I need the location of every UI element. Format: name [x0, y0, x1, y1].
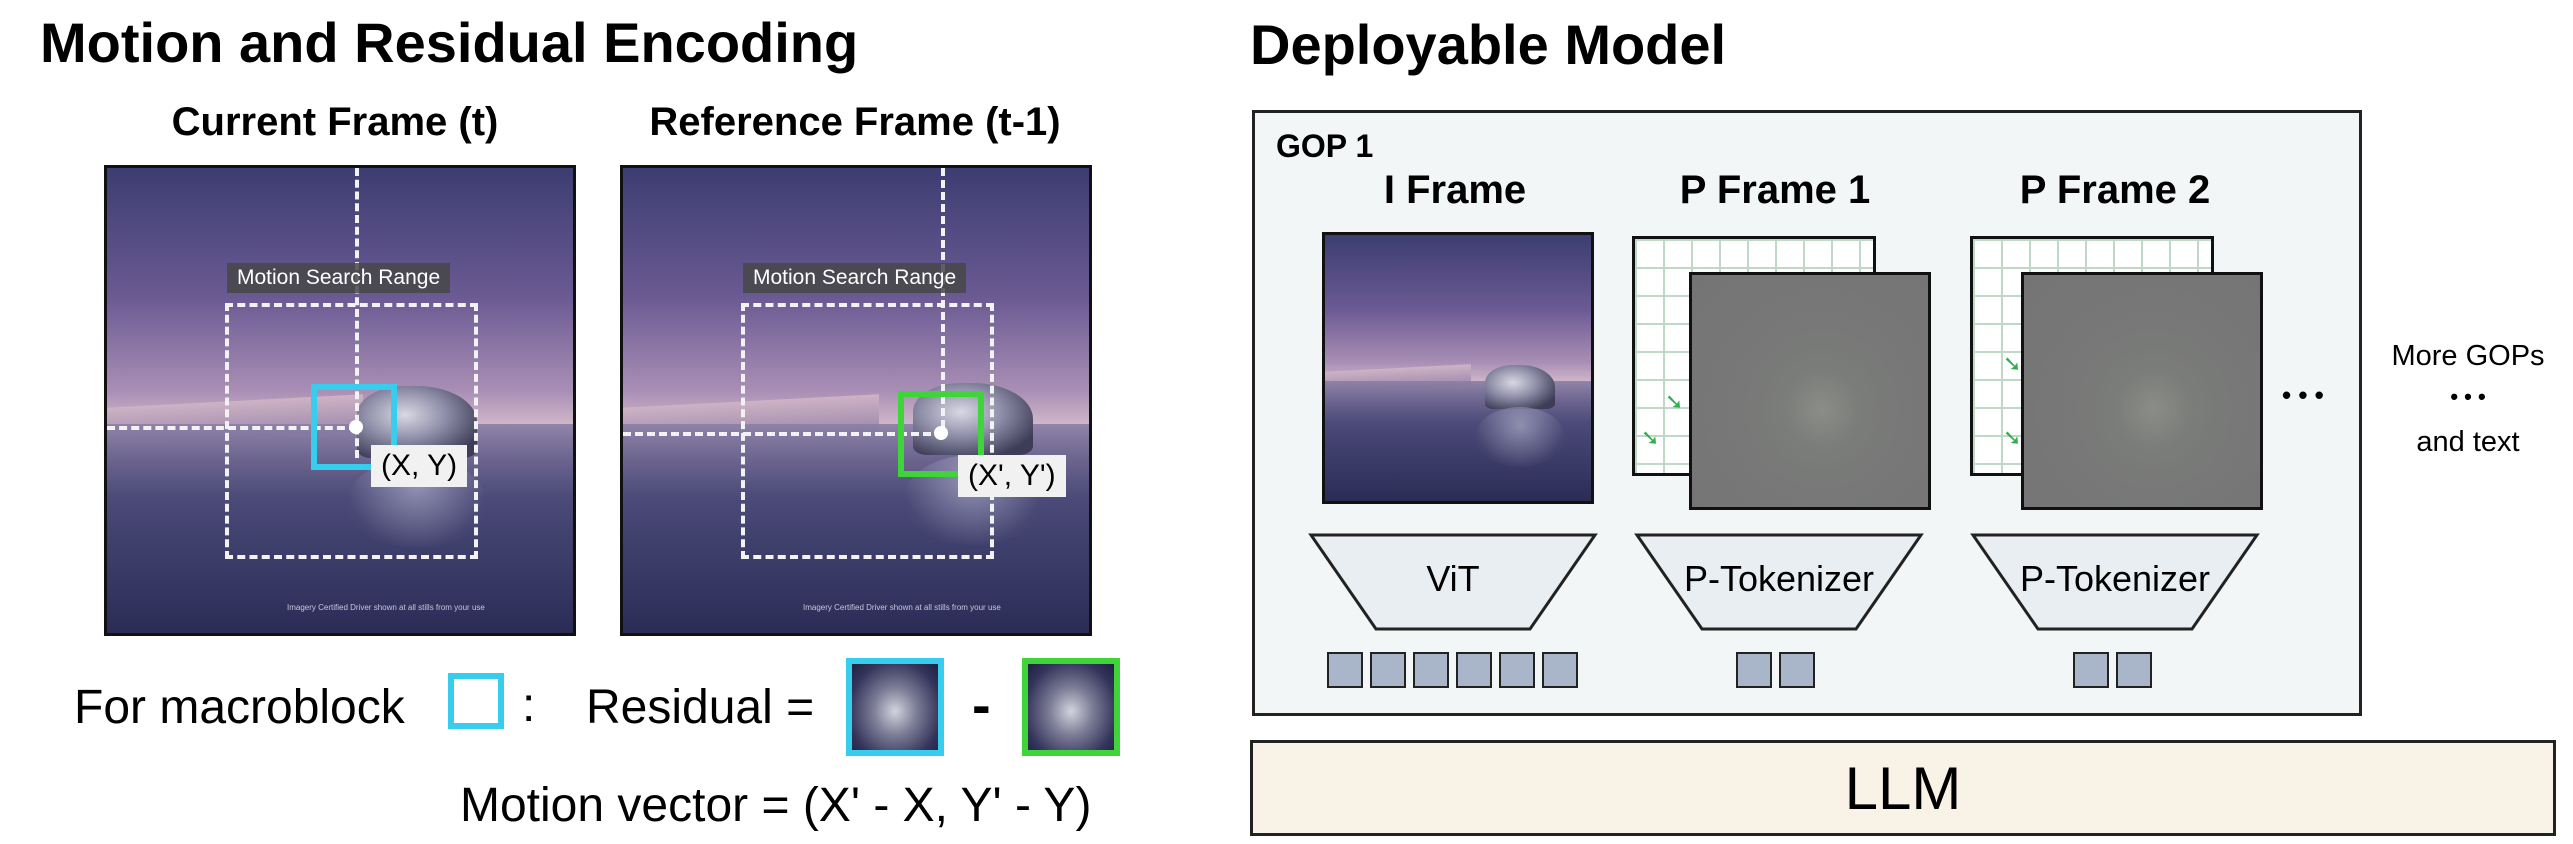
motion-arrow-icon: ➘ [2003, 425, 2022, 450]
frame-caption: Imagery Certified Driver shown at all st… [287, 603, 485, 612]
block-center-dot [934, 426, 948, 440]
crosshair-vertical [941, 168, 945, 428]
token [1413, 652, 1449, 688]
p-tokenizer-1-label: P-Tokenizer [1683, 558, 1875, 599]
p-frame-1-heading: P Frame 1 [1679, 168, 1871, 212]
motion-search-range-label: Motion Search Range [743, 263, 967, 293]
reference-coord-label: (X', Y') [958, 455, 1066, 497]
reference-macroblock [898, 391, 984, 477]
crosshair-vertical [355, 168, 359, 458]
more-frames-ellipsis: • • • [2282, 380, 2324, 410]
token [1327, 652, 1363, 688]
motion-arrow-icon: ➘ [1641, 425, 1660, 450]
p-tokenizer-2-label: P-Tokenizer [2019, 558, 2211, 599]
token [2073, 652, 2109, 688]
motion-arrow-icon: ➘ [2003, 351, 2022, 376]
motion-search-range-box [741, 303, 994, 559]
i-frame-image [1322, 232, 1594, 504]
current-macroblock [311, 384, 397, 470]
token [2116, 652, 2152, 688]
colon-text: : [522, 679, 536, 732]
car-reflection [1475, 407, 1565, 467]
motion-search-range-label: Motion Search Range [227, 263, 451, 293]
i-frame-tokens [1327, 652, 1578, 688]
motion-vector-text: Motion vector = (X' - X, Y' - Y) [460, 779, 1092, 832]
car [1485, 365, 1555, 409]
reference-frame-image: Motion Search Range (X', Y') Imagery Cer… [620, 165, 1092, 636]
p-frame-1-residual [1689, 272, 1931, 510]
more-gops-dots: • • • [2450, 384, 2486, 409]
left-panel-title: Motion and Residual Encoding [40, 11, 859, 74]
p-tokenizer-1-shape [1634, 533, 1924, 631]
and-text-label: and text [2416, 426, 2520, 458]
gop-label: GOP 1 [1276, 128, 1374, 164]
vit-encoder-shape [1308, 533, 1598, 631]
reference-block-thumbnail [1022, 658, 1120, 756]
current-frame-image: Motion Search Range (X, Y) Imagery Certi… [104, 165, 576, 636]
p-frame-2-tokens [2073, 652, 2152, 688]
current-frame-heading: Current Frame (t) [171, 100, 499, 144]
token [1736, 652, 1772, 688]
ground-area [107, 423, 573, 633]
crosshair-horizontal [107, 426, 357, 430]
minus-sign: - [972, 673, 991, 736]
right-panel-title: Deployable Model [1250, 13, 1727, 76]
crosshair-horizontal [623, 432, 943, 436]
token [1370, 652, 1406, 688]
frame-caption: Imagery Certified Driver shown at all st… [803, 603, 1001, 612]
current-block-thumbnail [846, 658, 944, 756]
p-frame-1-tokens [1736, 652, 1815, 688]
macroblock-swatch [448, 673, 504, 729]
llm-block: LLM [1250, 740, 2556, 836]
token [1779, 652, 1815, 688]
p-frame-2-residual [2021, 272, 2263, 510]
token [1542, 652, 1578, 688]
vit-encoder-label: ViT [1426, 558, 1480, 599]
for-macroblock-text: For macroblock [74, 681, 405, 734]
i-frame-heading: I Frame [1383, 168, 1527, 212]
more-gops-text: More GOPs [2391, 340, 2545, 372]
block-center-dot [349, 420, 363, 434]
current-coord-label: (X, Y) [371, 445, 468, 487]
residual-text: Residual = [586, 681, 815, 734]
token [1456, 652, 1492, 688]
p-frame-2-heading: P Frame 2 [2019, 168, 2211, 212]
p-tokenizer-2-shape [1970, 533, 2260, 631]
reference-frame-heading: Reference Frame (t-1) [649, 100, 1061, 144]
motion-arrow-icon: ➘ [1665, 389, 1684, 414]
token [1499, 652, 1535, 688]
motion-search-range-box [225, 303, 478, 559]
